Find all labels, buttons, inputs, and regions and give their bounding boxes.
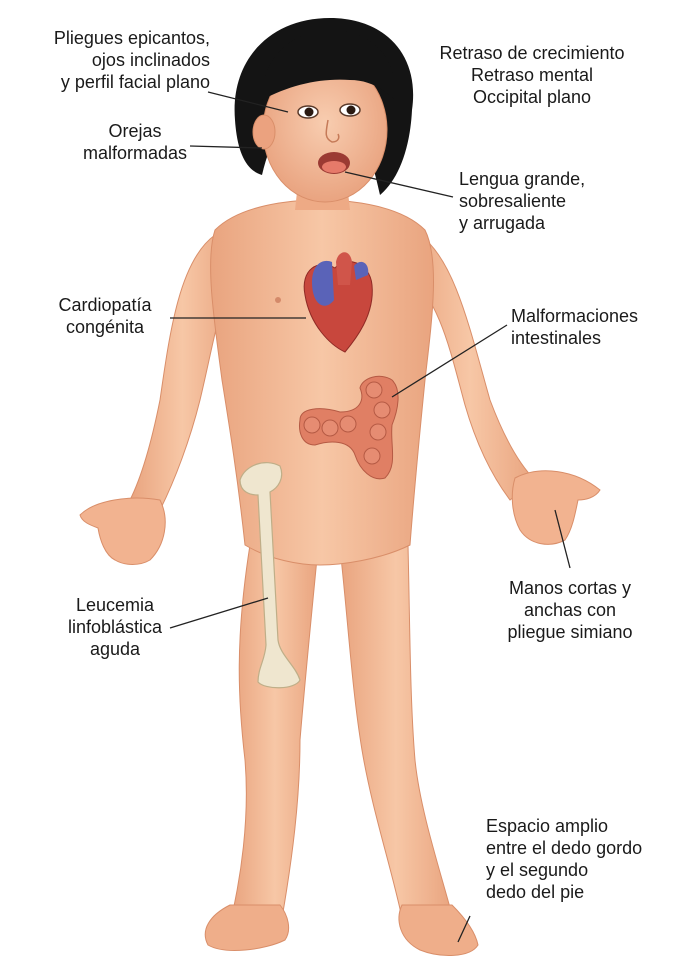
left-foot: [205, 905, 288, 950]
right-leg: [340, 545, 452, 918]
label-growth-retardation: Retraso de crecimiento Retraso mental Oc…: [412, 42, 652, 108]
label-toe-gap: Espacio amplio entre el dedo gordo y el …: [486, 815, 681, 903]
left-hand: [80, 498, 165, 564]
label-epicanthic-folds: Pliegues epicantos, ojos inclinados y pe…: [10, 27, 210, 93]
label-intestinal-malformations: Malformaciones intestinales: [511, 305, 676, 349]
label-short-hands: Manos cortas y anchas con pliegue simian…: [480, 577, 660, 643]
label-leukemia: Leucemia linfoblástica aguda: [50, 594, 180, 660]
label-malformed-ears: Orejas malformadas: [80, 120, 190, 164]
label-congenital-heart: Cardiopatía congénita: [40, 294, 170, 338]
tongue: [322, 161, 346, 173]
ear: [253, 115, 275, 149]
torso: [211, 200, 434, 565]
right-hand: [512, 471, 600, 545]
right-foot: [399, 905, 478, 955]
label-large-tongue: Lengua grande, sobresaliente y arrugada: [459, 168, 659, 234]
